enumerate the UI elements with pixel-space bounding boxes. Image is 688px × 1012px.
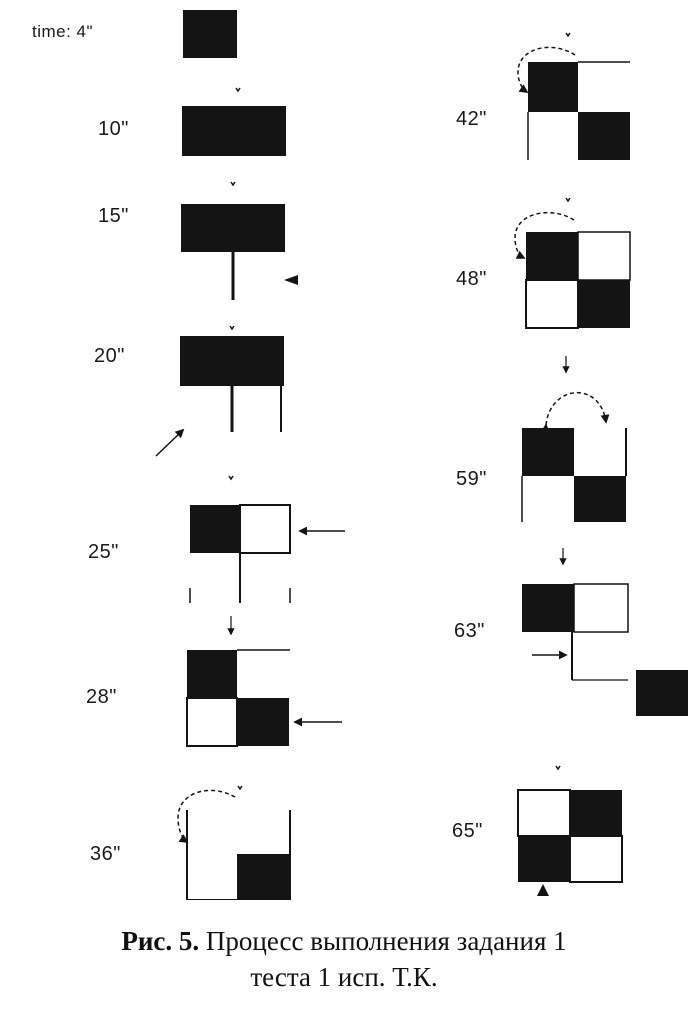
caption-line-1: Процесс выполнения задания 1	[205, 926, 567, 956]
black-block	[528, 62, 578, 112]
black-block	[522, 584, 574, 632]
rotation-arrow	[540, 392, 610, 433]
pointer-arrow	[284, 275, 298, 285]
tick-mark	[555, 765, 561, 771]
white-block	[239, 504, 291, 554]
pointer-arrow	[155, 428, 185, 457]
time-label-15: 15"	[98, 205, 129, 227]
tick-mark	[565, 32, 571, 38]
tick-mark	[228, 475, 234, 481]
pointer-arrow	[537, 884, 549, 896]
frame-42	[517, 32, 630, 160]
black-block	[182, 106, 286, 156]
time-label-59: 59"	[456, 468, 487, 490]
rotation-arrow	[517, 46, 576, 93]
black-block	[187, 650, 237, 698]
black-block	[570, 790, 622, 836]
black-block	[574, 476, 626, 522]
black-block	[522, 428, 574, 476]
frame-20	[155, 325, 284, 457]
white-block	[186, 697, 238, 747]
black-block	[518, 836, 570, 882]
caption-line-2: теста 1 исп. Т.К.	[250, 962, 438, 992]
figure-caption-line-2: теста 1 исп. Т.К.	[0, 960, 688, 994]
white-block	[573, 583, 629, 633]
black-block	[190, 505, 240, 553]
time-label-63: 63"	[454, 620, 485, 642]
tick-mark	[230, 181, 236, 187]
time-label-28: 28"	[86, 686, 117, 708]
black-block	[237, 854, 290, 900]
time-label-36: 36"	[90, 843, 121, 865]
white-block	[577, 231, 631, 281]
tick-mark	[237, 785, 243, 791]
rotation-arrow	[514, 212, 575, 259]
tick-mark	[235, 87, 241, 93]
block-assembly-diagram	[155, 10, 688, 900]
frame-48	[514, 197, 631, 329]
black-block	[578, 112, 630, 160]
time-label-10: 10"	[98, 118, 129, 140]
tick-mark	[565, 197, 571, 203]
frame-28	[186, 616, 342, 747]
time-label-48: 48"	[456, 268, 487, 290]
time-label-4: time: 4"	[32, 22, 94, 41]
figure-caption: Рис. 5. Процесс выполнения задания 1	[0, 924, 688, 958]
time-label-20: 20"	[94, 345, 125, 367]
frame-10	[182, 87, 286, 156]
rotation-arrow	[177, 789, 236, 843]
black-block	[578, 280, 630, 328]
figure-number: Рис. 5.	[121, 926, 200, 956]
frame-25	[189, 475, 345, 603]
black-block	[526, 232, 578, 280]
white-block	[517, 789, 571, 837]
frame-36	[177, 785, 291, 900]
frame-63	[522, 548, 688, 716]
black-block	[180, 336, 284, 386]
black-block	[183, 10, 237, 58]
frame-15	[181, 181, 298, 300]
black-block	[181, 204, 285, 252]
frame-59	[521, 356, 627, 522]
time-label-25: 25"	[88, 541, 119, 563]
white-block	[569, 835, 623, 883]
black-block	[636, 670, 688, 716]
black-block	[237, 698, 289, 746]
time-label-42: 42"	[456, 108, 487, 130]
frame-4	[183, 10, 237, 58]
white-block	[525, 279, 579, 329]
tick-mark	[229, 325, 235, 331]
time-label-65: 65"	[452, 820, 483, 842]
frame-65	[517, 765, 623, 896]
